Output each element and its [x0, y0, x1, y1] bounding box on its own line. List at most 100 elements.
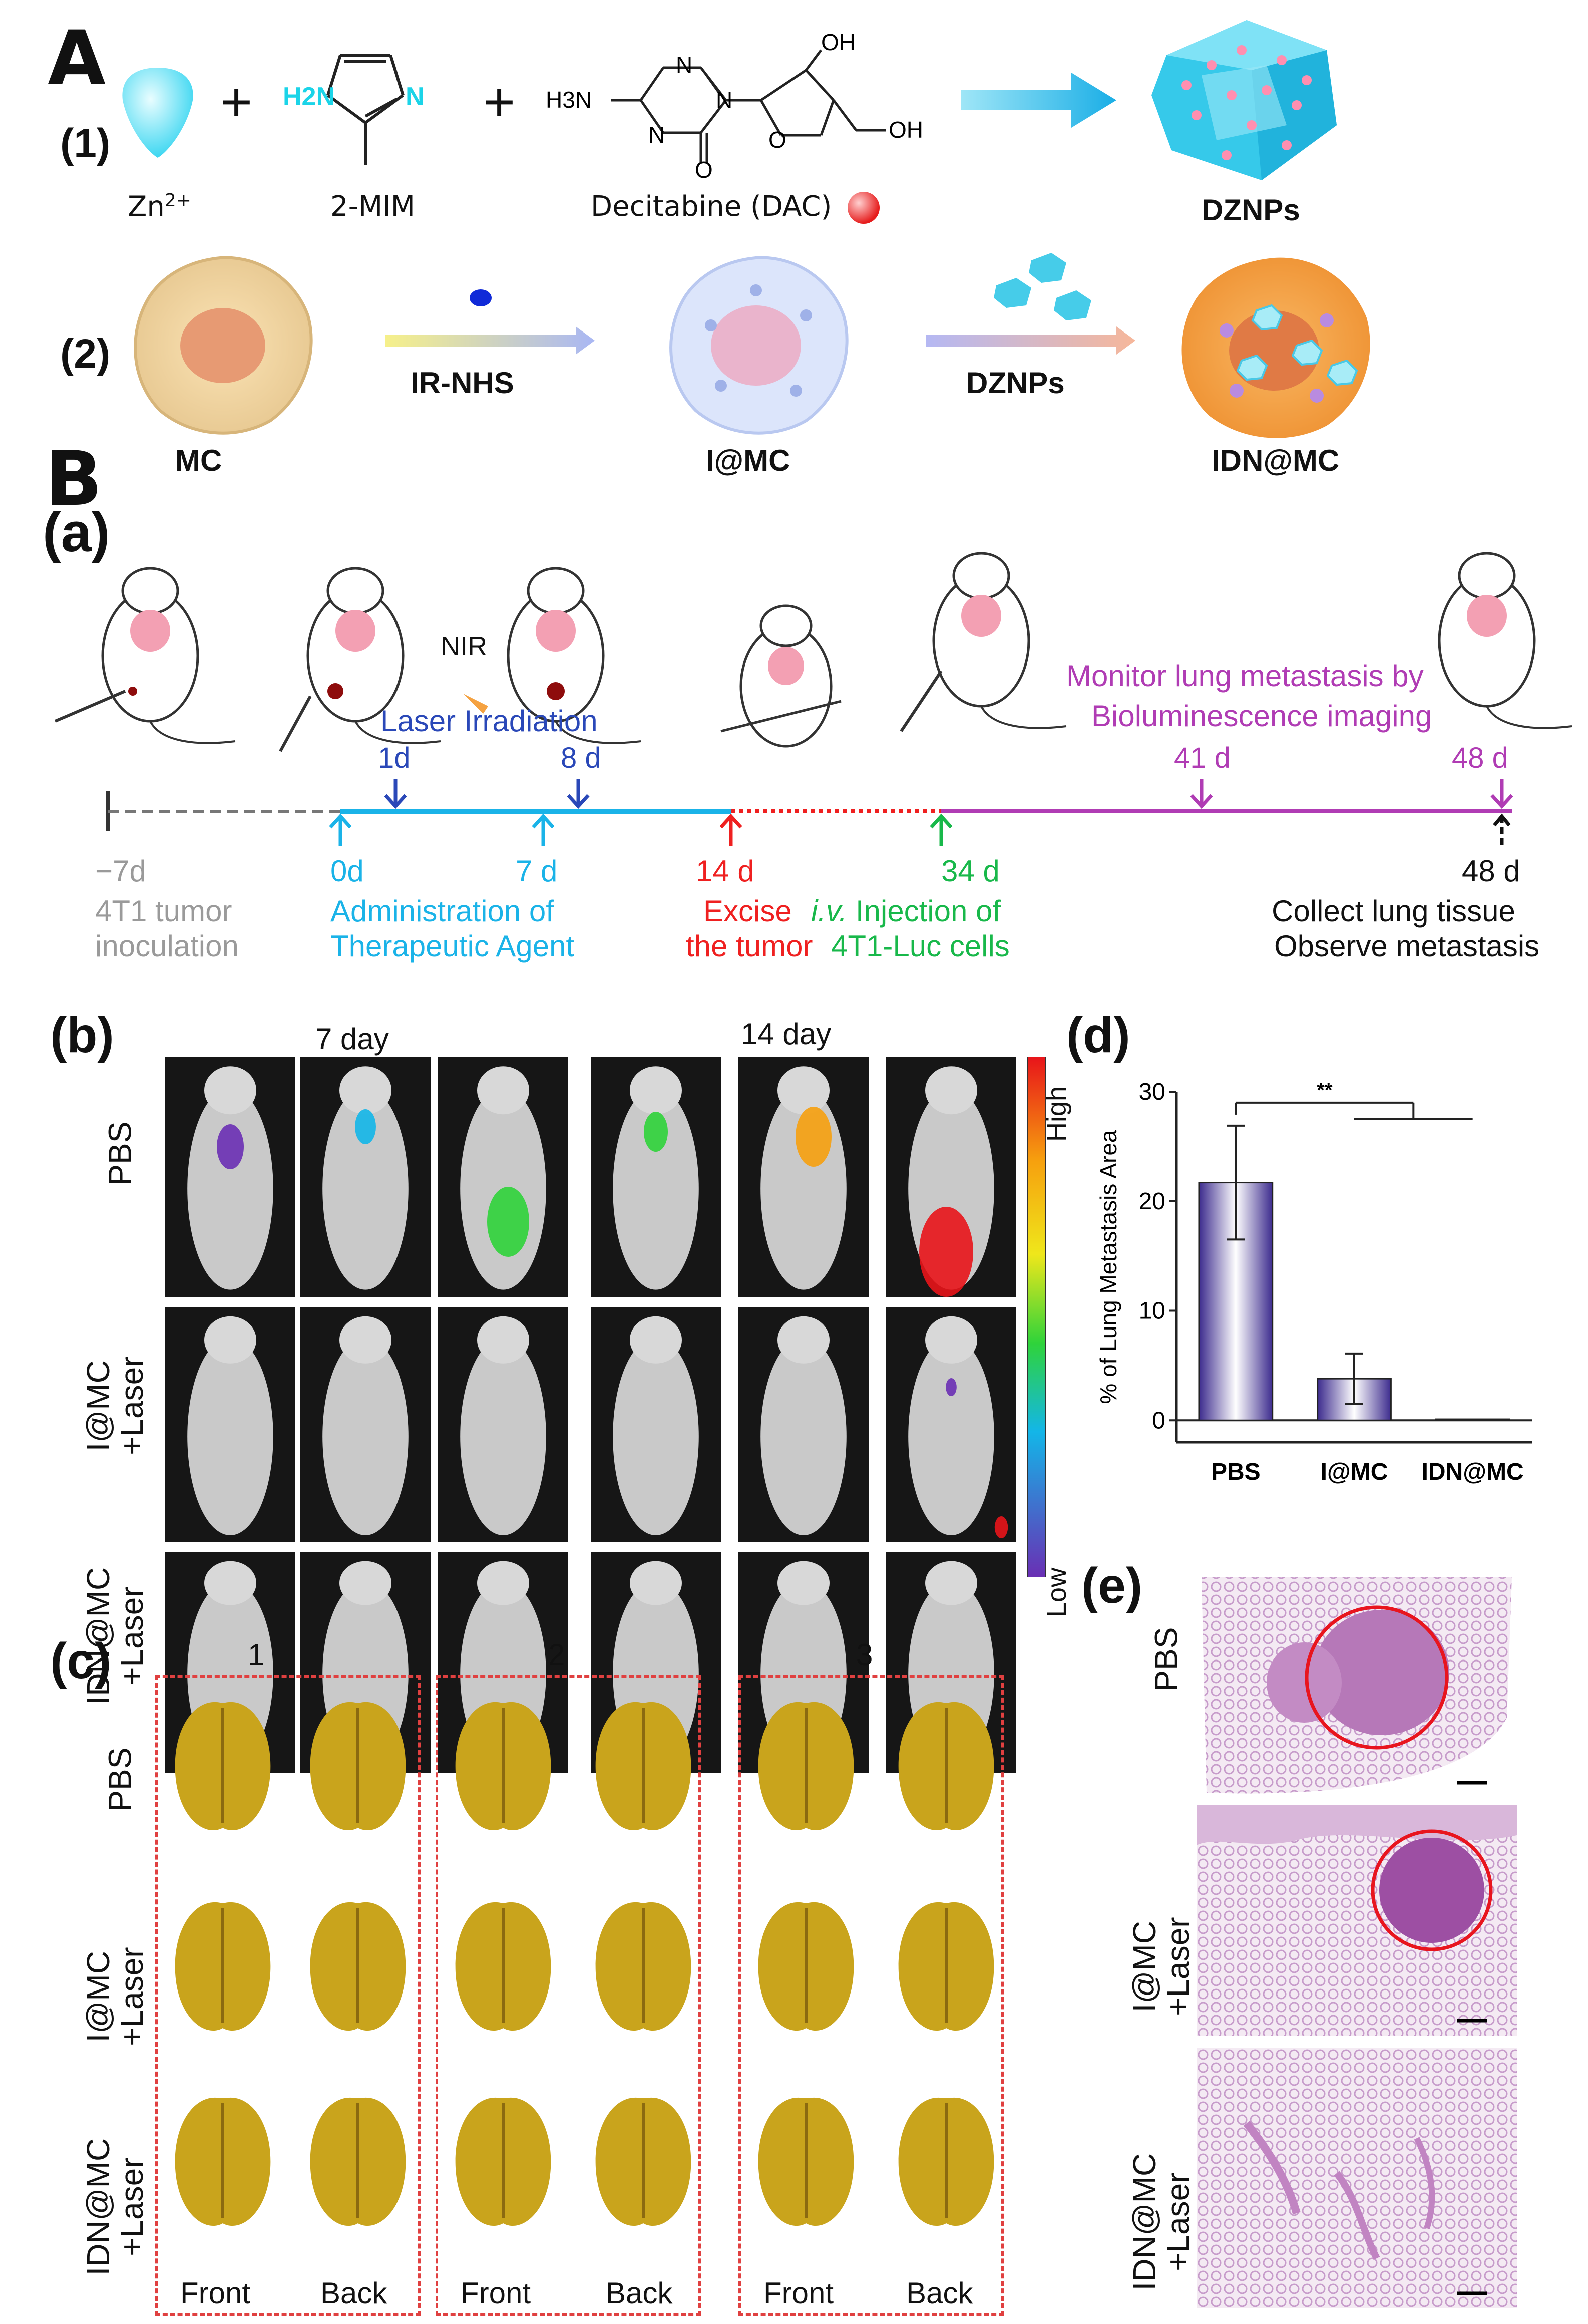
- dznp-label: DZNPs: [1202, 193, 1300, 227]
- dac-red-sphere: [848, 192, 880, 224]
- x-tick-label: I@MC: [1321, 1459, 1388, 1485]
- y-axis-label: % of Lung Metastasis Area: [1095, 1130, 1121, 1404]
- decitabine-label: Decitabine (DAC): [591, 190, 832, 223]
- histology-idnmc: [1197, 2048, 1517, 2308]
- day7-label: 7 day: [315, 1022, 389, 1056]
- bioluminescence-image: [438, 1307, 568, 1542]
- mouse-illustration-3: [463, 567, 641, 744]
- excise-line2: the tumor: [686, 929, 813, 963]
- decitabine-structure: H3N N N N O O OH OH: [546, 29, 923, 180]
- dac-oh1-atom: OH: [821, 29, 856, 55]
- mouse-illustration-6: [1438, 552, 1572, 729]
- bioluminescence-image: [165, 1057, 295, 1297]
- e-row-pbs: PBS: [1148, 1627, 1184, 1692]
- arrow-dznps: [926, 326, 1135, 355]
- mim-structure: H2N N: [283, 54, 425, 165]
- mc-label: MC: [175, 444, 222, 477]
- mouse-illustration-1: [54, 567, 236, 744]
- c-col-3: 3: [856, 1638, 873, 1672]
- e-row-idnmc: IDN@MC +Laser: [1126, 2153, 1196, 2291]
- iv-prefix: i.v.: [811, 894, 848, 928]
- ir-nhs-dot: [470, 289, 492, 306]
- day14-label: 14 day: [741, 1017, 832, 1051]
- scale-high: High: [1042, 1086, 1072, 1142]
- monitor-text-line2: Bioluminescence imaging: [1091, 699, 1432, 733]
- dac-n3-atom: N: [648, 122, 665, 148]
- injection-line1: i.v. Injection of: [811, 894, 1001, 928]
- arrow-row1: [961, 73, 1116, 128]
- lung-photo: [175, 1902, 271, 2031]
- lung-photo: [175, 1702, 271, 1831]
- c-row-pbs: PBS: [102, 1747, 138, 1812]
- b-row-pbs: PBS: [102, 1121, 138, 1186]
- lung-photo: [455, 1702, 551, 1831]
- back-label-3: Back: [906, 2276, 973, 2310]
- collect-line2: Observe metastasis: [1274, 929, 1540, 963]
- back-label-1: Back: [320, 2276, 387, 2310]
- day-7: 7 d: [516, 854, 558, 888]
- lung-photo: [898, 1902, 994, 2031]
- c-col-1: 1: [248, 1638, 265, 1672]
- inoculation-line2: inoculation: [95, 929, 239, 963]
- mim-nh-atom: H2N: [283, 82, 335, 111]
- collect-line1: Collect lung tissue: [1272, 894, 1515, 928]
- y-tick-label: 0: [1152, 1407, 1165, 1434]
- dac-o-ring-atom: O: [768, 127, 786, 153]
- nir-label: NIR: [441, 631, 487, 661]
- dac-o-carbonyl-atom: O: [695, 157, 713, 180]
- administration-line1: Administration of: [330, 894, 554, 928]
- idn-mc-cell: [1181, 257, 1370, 438]
- bioluminescence-image: [738, 1057, 869, 1297]
- timeline: [106, 779, 1513, 846]
- i-mc-label: I@MC: [706, 444, 790, 477]
- front-label-3: Front: [763, 2276, 834, 2310]
- mouse-illustration-5: [900, 552, 1067, 732]
- idn-mc-label: IDN@MC: [1212, 444, 1340, 477]
- mark-41d: 41 d: [1174, 742, 1231, 774]
- scale-low: Low: [1042, 1567, 1072, 1617]
- mark-48d: 48 d: [1452, 742, 1508, 774]
- day-48: 48 d: [1462, 854, 1520, 888]
- bioluminescence-image: [165, 1307, 295, 1542]
- dznps-reagent-label: DZNPs: [966, 366, 1065, 400]
- dac-n1-atom: N: [676, 52, 692, 78]
- plus-sign-2: +: [483, 71, 516, 133]
- dac-h2n-atom: H3N: [546, 87, 592, 113]
- lung-photo: [455, 2097, 551, 2226]
- lung-photo: [455, 1902, 551, 2031]
- bioluminescence-image: [300, 1307, 431, 1542]
- bioluminescence-image: [738, 1307, 869, 1542]
- mim-label: 2-MIM: [330, 190, 415, 223]
- lung-photo: [595, 1902, 691, 2031]
- y-tick-label: 20: [1139, 1188, 1165, 1215]
- lung-photo: [310, 1702, 406, 1831]
- ir-nhs-label: IR-NHS: [411, 366, 514, 400]
- bioluminescence-image: [886, 1307, 1016, 1542]
- dac-oh2-atom: OH: [889, 117, 923, 143]
- lung-photo: [310, 1902, 406, 2031]
- dznp-small-crystals: [994, 253, 1091, 320]
- lung-photo: [758, 1902, 854, 2031]
- row1-index: (1): [60, 121, 111, 166]
- mim-n-atom: N: [406, 82, 425, 111]
- b-row-imc: I@MC +Laser: [80, 1356, 150, 1455]
- lung-box-2: [436, 1675, 701, 2316]
- dac-n2-atom: N: [716, 87, 732, 113]
- lung-box-1: [155, 1675, 421, 2316]
- day-0: 0d: [330, 854, 364, 888]
- bioluminescence-image: [591, 1307, 721, 1542]
- c-col-2: 2: [548, 1638, 565, 1672]
- lung-photo: [175, 2097, 271, 2226]
- lung-photo: [595, 2097, 691, 2226]
- lung-photo: [758, 2097, 854, 2226]
- mouse-illustration-4: [720, 604, 842, 748]
- dznp-crystal: [1151, 20, 1337, 180]
- zinc-label: Zn2+: [128, 190, 191, 223]
- bioluminescence-image: [591, 1057, 721, 1297]
- row2-index: (2): [60, 331, 111, 377]
- day-34: 34 d: [941, 854, 1000, 888]
- iv-suffix: Injection of: [847, 894, 1001, 928]
- panel-a-letter: A: [48, 15, 106, 102]
- panel-d-sub-label: (d): [1066, 1007, 1130, 1063]
- significance-stars: **: [1317, 1079, 1333, 1101]
